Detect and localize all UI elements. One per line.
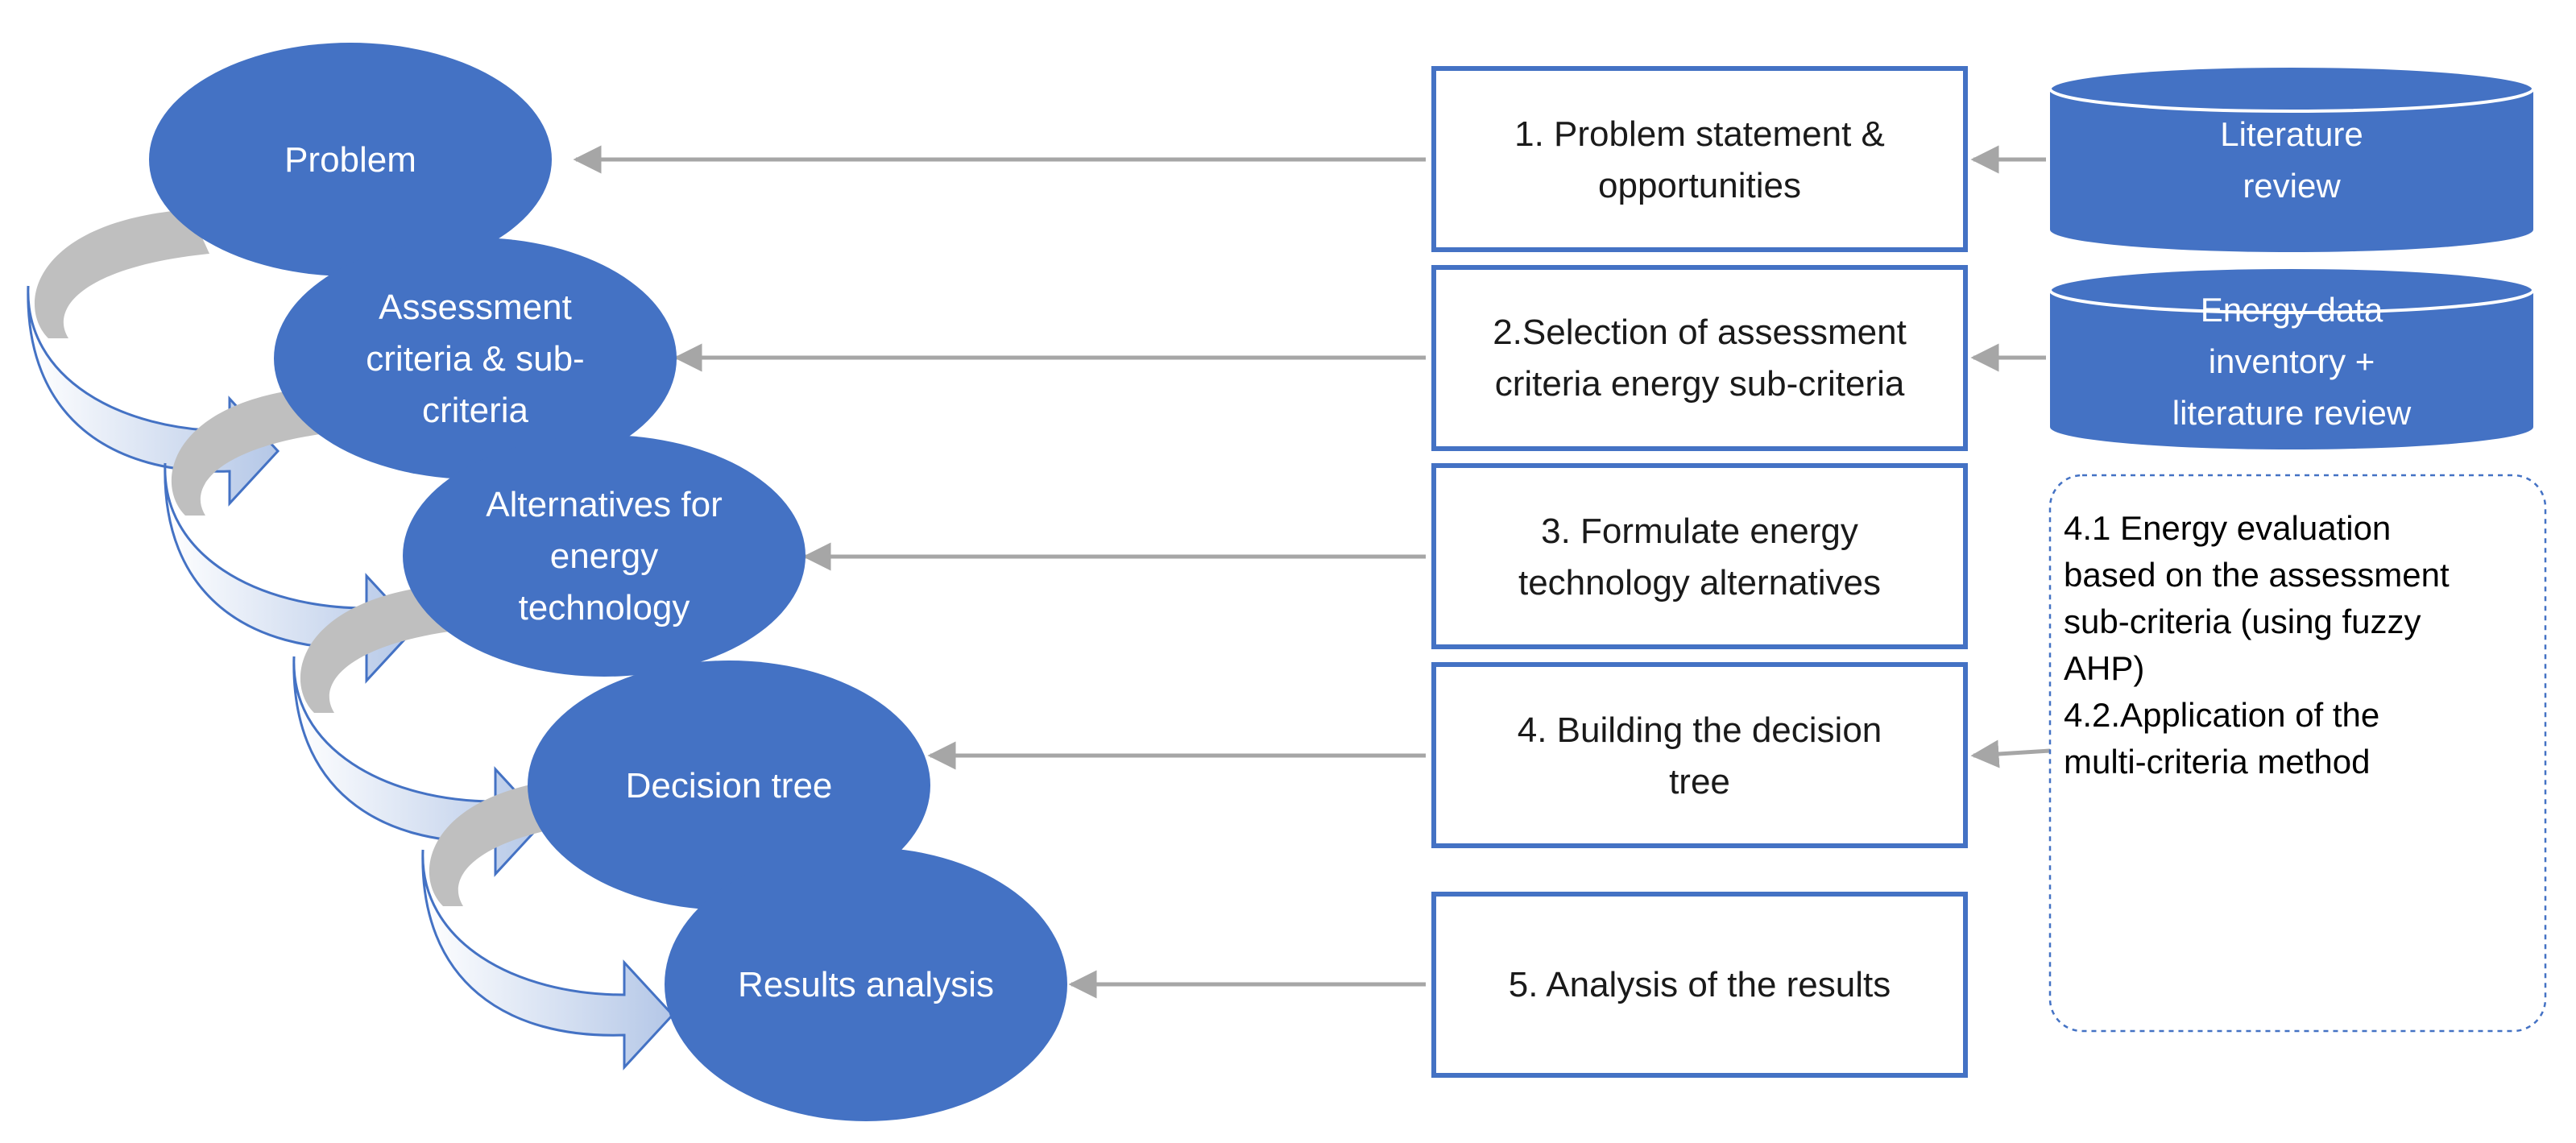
connectors	[573, 145, 2051, 999]
step-1-label: 1. Problem statement & opportunities	[1514, 114, 1885, 205]
step-2-label: 2.Selection of assessment criteria energy…	[1493, 313, 1907, 404]
stage-criteria-label: Assessment criteria & sub-criteria	[366, 288, 584, 430]
text-line: Alternatives for	[486, 485, 722, 524]
step-5-label: 5. Analysis of the results	[1509, 965, 1891, 1004]
text-line: sub-criteria (using fuzzy	[2064, 603, 2421, 640]
stage-ellipses: Problem Assessment criteria & sub-criteri…	[149, 43, 1067, 1121]
step-5-box: 5. Analysis of the results	[1431, 892, 1968, 1078]
text-line: technology	[519, 588, 690, 627]
stage-criteria: Assessment criteria & sub-criteria	[274, 238, 677, 479]
text-line: energy	[550, 536, 659, 576]
stage-problem-label: Problem	[284, 140, 416, 180]
source-literature-review-label: Literature review	[2220, 115, 2363, 205]
source-energy-data-inventory: Energy data inventory + literature review	[2048, 266, 2535, 449]
stage-results: Results analysis	[665, 847, 1067, 1121]
text-line: Assessment	[379, 288, 572, 327]
step-2-box: 2.Selection of assessment criteria energy…	[1431, 265, 1968, 451]
step-4-label: 4. Building the decision tree	[1518, 710, 1882, 801]
text-line: Problem	[284, 140, 416, 180]
step-1-box: 1. Problem statement & opportunities	[1431, 66, 1968, 252]
text-line: criteria & sub-	[366, 339, 584, 379]
step-boxes: 1. Problem statement & opportunities 2.Se…	[1431, 66, 1968, 1078]
text-line: Decision tree	[626, 766, 833, 805]
source-energy-data-inventory-label: Energy data inventory + literature review	[2172, 291, 2412, 432]
text-line: 1. Problem statement &	[1514, 114, 1885, 154]
text-line: literature review	[2172, 394, 2412, 432]
text-line: Literature	[2220, 115, 2363, 153]
connector-note-to-step4	[1970, 739, 2051, 768]
stage-alternatives: Alternatives for energy technology	[403, 435, 806, 677]
source-cylinders: Literature review Energy data inventory + l…	[2048, 64, 2535, 449]
text-line: 3. Formulate energy	[1541, 511, 1858, 551]
text-line: based on the assessment	[2064, 556, 2450, 594]
evaluation-note: 4.1 Energy evaluation based on the assess…	[2048, 474, 2547, 1033]
text-line: AHP)	[2064, 649, 2144, 687]
text-line: 4.2.Application of the	[2064, 696, 2379, 734]
text-line: criteria energy sub-criteria	[1495, 364, 1905, 404]
text-line: tree	[1669, 762, 1730, 801]
source-literature-review: Literature review	[2048, 64, 2535, 252]
text-line: multi-criteria method	[2064, 743, 2370, 781]
step-3-box: 3. Formulate energy technology alternativ…	[1431, 463, 1968, 649]
stage-decision-tree-label: Decision tree	[626, 766, 833, 805]
text-line: criteria	[422, 391, 529, 430]
text-line: 4.1 Energy evaluation	[2064, 509, 2391, 547]
text-line: Results analysis	[738, 965, 994, 1004]
text-line: 5. Analysis of the results	[1509, 965, 1891, 1004]
step-4-box: 4. Building the decision tree	[1431, 662, 1968, 848]
text-line: 4. Building the decision	[1518, 710, 1882, 750]
text-line: opportunities	[1598, 166, 1801, 205]
evaluation-note-text: 4.1 Energy evaluation based on the assess…	[2064, 509, 2450, 781]
stage-alternatives-label: Alternatives for energy technology	[486, 485, 722, 627]
stage-results-label: Results analysis	[738, 965, 994, 1004]
text-line: inventory +	[2209, 342, 2375, 380]
stage-decision-tree: Decision tree	[528, 661, 930, 910]
stage-problem: Problem	[149, 43, 552, 276]
step-3-label: 3. Formulate energy technology alternativ…	[1518, 511, 1881, 603]
text-line: 2.Selection of assessment	[1493, 313, 1907, 352]
text-line: Energy data	[2201, 291, 2383, 329]
text-line: review	[2243, 167, 2341, 205]
text-line: technology alternatives	[1518, 563, 1881, 603]
